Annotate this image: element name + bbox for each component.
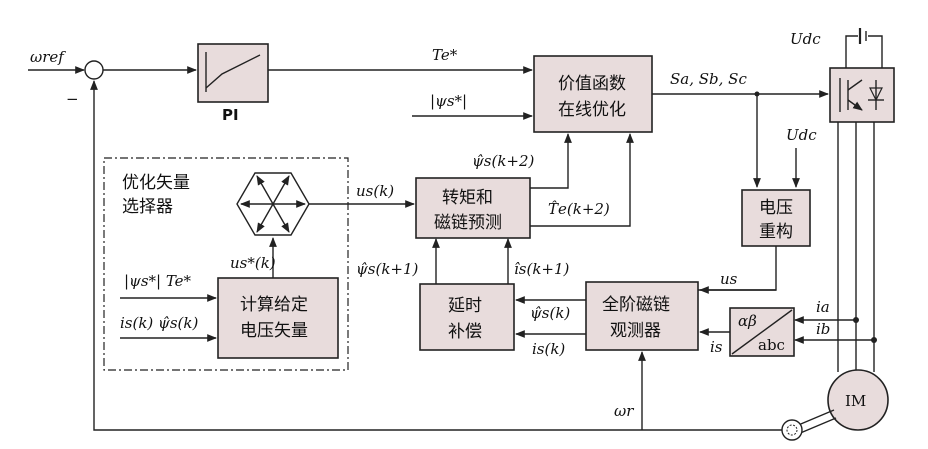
predict-line2: 磁链预测 [434,213,502,233]
induction-motor [827,369,889,431]
calc-line2: 电压矢量 [240,321,308,341]
observer-line1: 全阶磁链 [602,295,670,315]
udc-top-label: Udc [790,30,821,48]
selector-line1: 优化矢量 [122,173,190,193]
cost-function-block [533,55,653,133]
pi-label: PI [222,106,239,124]
psi-hat-k1-label: ψ̂s(k+1) [356,260,419,278]
minus-sign: − [66,90,79,108]
is-k-label: is(k) [532,340,565,358]
torque-flux-prediction-block [415,177,531,239]
transform-top-label: αβ [738,312,757,330]
observer-line2: 观测器 [610,321,661,341]
cost-line2: 在线优化 [558,100,626,120]
delay-line2: 补偿 [448,322,482,342]
summing-junction [84,60,104,80]
cost-line1: 价值函数 [558,74,626,94]
voltage-reconstruction-block [741,189,811,247]
te-ref-label: Te* [432,46,458,64]
pi-block [197,43,269,103]
calc-input-bottom-label: is(k) ψ̂s(k) [120,314,198,332]
encoder-icon [781,419,803,441]
te-hat-k2-label: T̂e(k+2) [548,200,610,218]
ib-label: ib [816,320,830,338]
psi-hat-k2-label: ψ̂s(k+2) [472,152,535,170]
flux-observer-block [585,281,699,351]
reference-voltage-calc-block [217,277,339,359]
psi-ref-label: |ψs*| [430,92,467,110]
selector-line2: 选择器 [122,197,173,217]
udc-right-label: Udc [786,126,817,144]
voltage-line1: 电压 [759,198,793,218]
is-label: is [710,338,723,356]
switch-states-label: Sa, Sb, Sc [670,70,747,88]
psi-hat-k-label: ψ̂s(k) [530,304,570,322]
motor-label: IM [845,392,866,410]
ia-label: ia [816,298,830,316]
delay-compensation-block [419,283,515,351]
calc-line1: 计算给定 [240,295,308,315]
inverter-block [829,67,895,123]
predict-line1: 转矩和 [442,188,493,208]
delay-line1: 延时 [448,296,482,316]
omega-ref-label: ωref [30,48,66,66]
us-k-label: us(k) [356,182,394,200]
transform-bottom-label: abc [758,336,785,354]
voltage-line2: 重构 [759,222,793,242]
us-label: us [720,270,738,288]
vector-selector-region [103,157,349,371]
omega-r-label: ωr [614,402,634,420]
is-hat-k1-label: îs(k+1) [514,260,570,278]
voltage-vector-hexagon-icon [236,172,310,236]
calc-input-top-label: |ψs*| Te* [124,272,192,290]
us-star-k-label: us*(k) [230,254,276,272]
